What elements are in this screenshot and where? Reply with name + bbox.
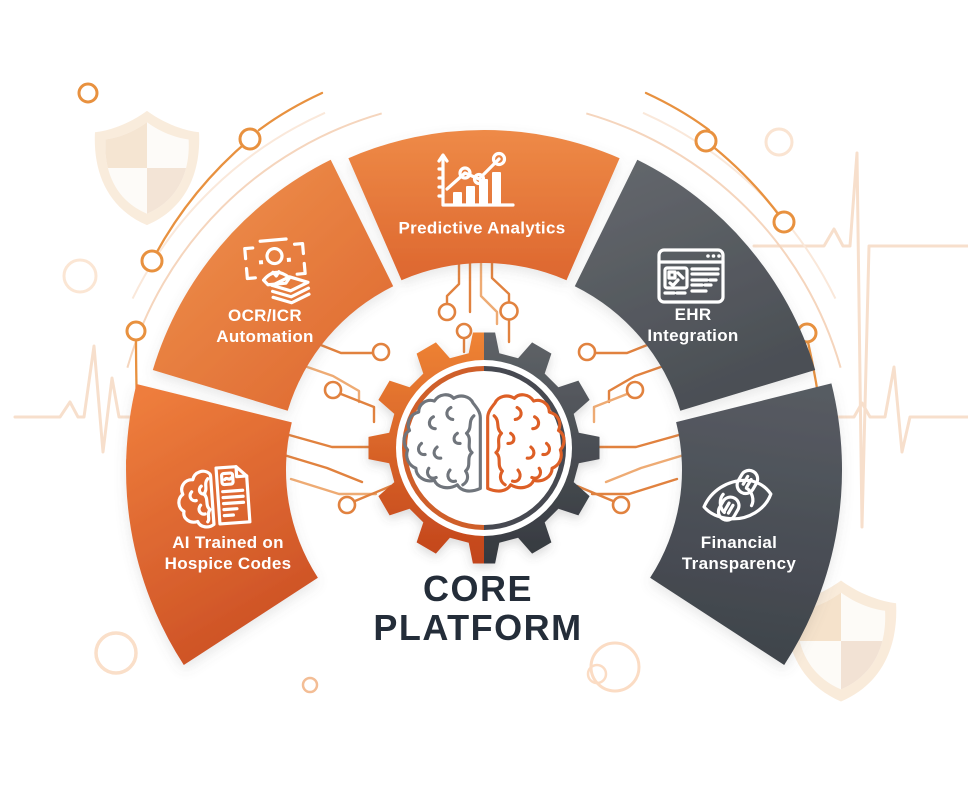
segment-financial-transparency <box>650 383 843 665</box>
ekg-line-left <box>13 344 152 454</box>
shield-watermark-top-left <box>94 110 200 226</box>
person-scan-stack-icon <box>243 237 311 305</box>
segment-label-predictive-analytics: Predictive Analytics <box>398 218 566 238</box>
ehr-window-icon <box>657 248 725 304</box>
background-watermarks <box>13 110 968 702</box>
ekg-line-right <box>798 365 968 454</box>
circuit-traces <box>280 256 688 515</box>
brain-icon <box>402 393 566 493</box>
brain-document-icon <box>177 465 252 529</box>
bar-chart-trend-icon <box>437 151 515 207</box>
ekg-line-top-right <box>752 151 968 529</box>
eye-chain-link-icon <box>702 468 773 522</box>
gear-brain-icon <box>368 332 600 564</box>
